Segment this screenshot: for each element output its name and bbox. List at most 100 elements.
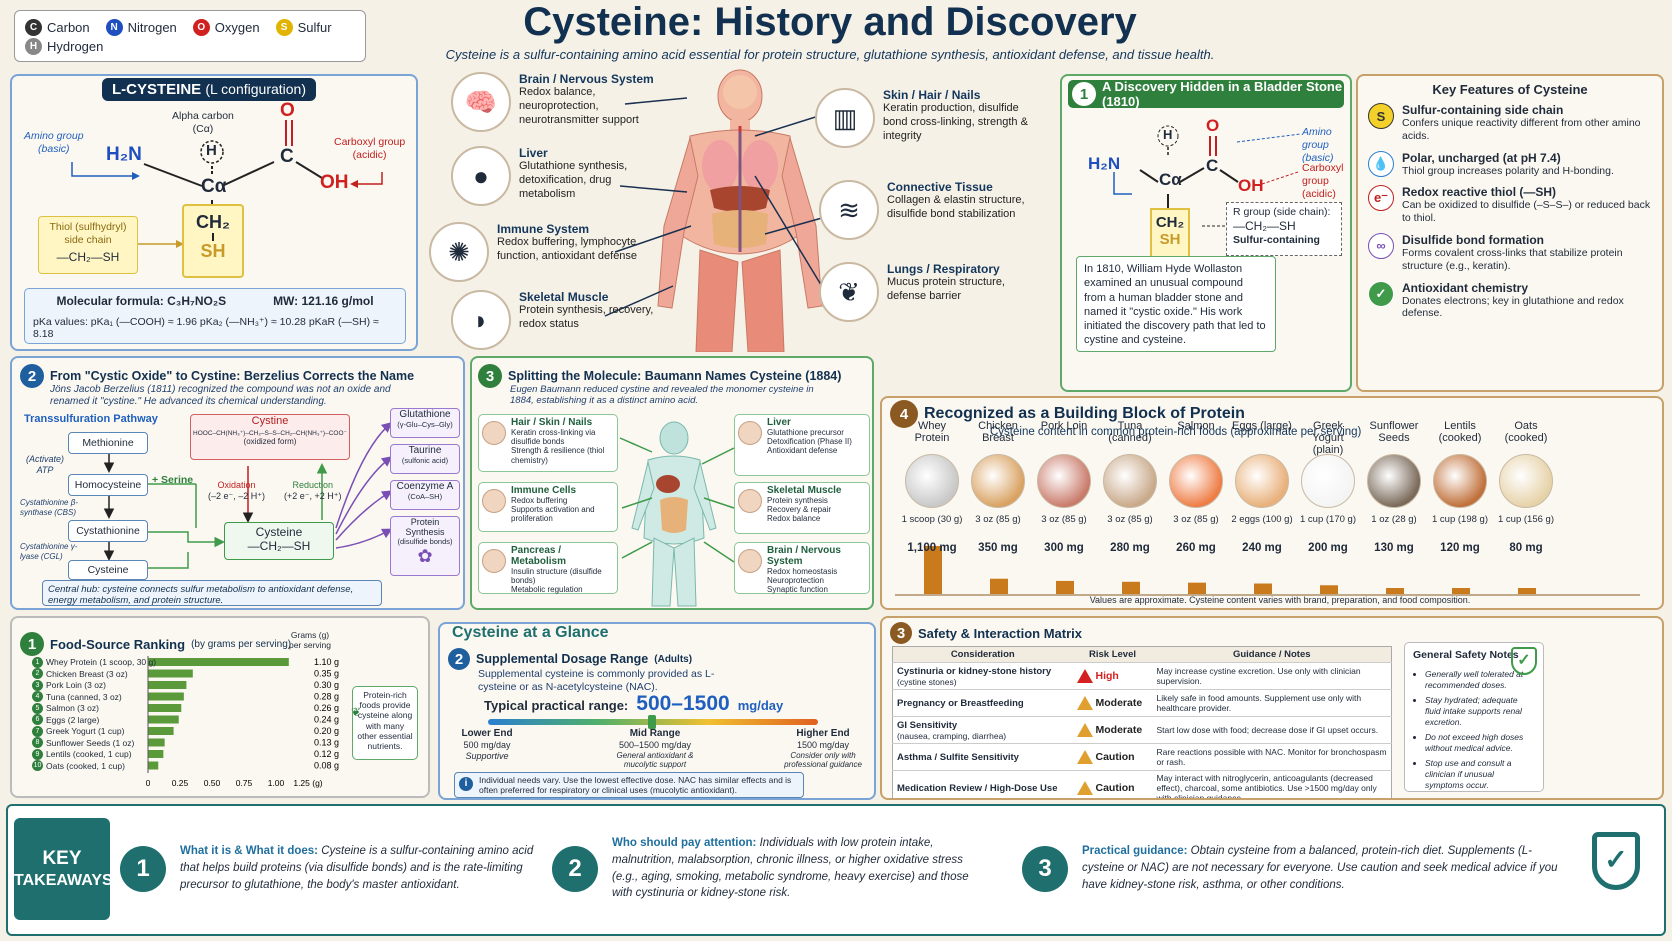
atp-label: ATP [36,464,54,475]
oxidation-text: Oxidation [217,480,256,490]
food-name: Sunflower Seeds [1369,420,1419,444]
rank-tick: 0.75 [236,778,253,788]
food-bar [1518,588,1536,594]
chain-link-icon: ∞ [1368,232,1394,259]
food-item: Eggs (large)2 eggs (100 g)240 mg [1230,420,1294,558]
organ-desc: Glutathione synthesis, detoxification, d… [519,160,628,200]
safety-risk: Caution [1072,770,1153,798]
step-number-3: 3 [478,364,502,388]
product-protein-synthesis: Protein Synthesis(disulfide bonds)✿ [390,516,460,576]
atom-hydrogen-icon: H [25,38,42,55]
safety-note: Generally well tolerated at recommended … [1425,669,1535,690]
food-bar [1452,588,1470,594]
food-image-icon [1103,454,1157,508]
transsulfuration-arrows [103,422,393,569]
dose-high-note: Consider only with professional guidance [784,750,862,770]
organ-name: Liver [519,146,548,160]
safety-risk: Moderate [1072,716,1153,744]
takeaway-heading: Who should pay attention: [612,837,757,850]
safety-consideration: Asthma / Sulfite Sensitivity [892,743,1073,771]
warning-icon [1076,750,1093,764]
food-name: Lentils (cooked) [1438,420,1482,444]
shield-check-icon: ✓ [1368,280,1394,307]
taurine-name: Taurine [408,445,442,456]
coa-detail: (CoA–SH) [407,492,443,501]
cgl-label: Cystathionine γ-lyase (CGL) [20,542,78,561]
r-group-formula: —CH₂—SH [1233,219,1296,234]
organ-desc: Redox balance, neuroprotection, neurotra… [519,86,639,126]
food-item: Oats (cooked)1 cup (156 g)80 mg [1494,420,1558,558]
rank-label: Oats (cooked, 1 cup) [46,760,125,771]
food-item: Tuna (canned)3 oz (85 g)280 mg [1098,420,1162,558]
safety-number-3: 3 [890,622,912,644]
feature-title: Polar, uncharged (at pH 7.4) [1402,150,1561,165]
rank-label: Tuna (canned, 3 oz) [46,691,122,702]
cystine-formula: HOOC–CH(NH₃⁺)–CH₂–S–S–CH₂–CH(NH₃⁺)–COO⁻ [193,430,347,437]
card-title: Brain / Nervous System [767,545,841,567]
card-bullet: Protein synthesis [767,496,828,505]
safety-row: Cystinuria or kidney-stone history(cysti… [892,662,1392,690]
rank-label: Salmon (3 oz) [46,703,99,713]
feature-title: Sulfur-containing side chain [1402,103,1564,117]
activate-atp: (Activate)ATP [26,454,64,476]
food-mg-label: 1,100 mg [907,542,957,554]
rank-value: 0.28 g [314,692,339,702]
reduction-label: Reduction(+2 e⁻, +2 H⁺) [284,480,342,502]
molecular-weight: MW: 121.16 g/mol [273,294,374,308]
amino-group-text: Amino group [24,130,84,142]
card-organ-icon [738,549,762,573]
rank-index-icon: 7 [32,725,43,737]
lungs-icon: ❦ [819,262,879,322]
food-mg-label: 280 mg [1110,542,1150,554]
rank-bar [148,669,193,678]
card-organ-icon [738,489,762,513]
product-coenzyme-a: Coenzyme A(CoA–SH) [390,480,460,510]
ch2-sh-bond [212,233,214,241]
rank-label: Greek Yogurt (1 cup) [46,726,125,736]
step-number-2: 2 [20,364,44,388]
thiol-label-3: —CH₂—SH [56,250,120,265]
organ-desc: Collagen & elastin structure, disulfide … [887,194,1025,220]
food-item: Lentils (cooked)1 cup (198 g)120 mg [1428,420,1492,558]
feature-title: Redox reactive thiol (—SH) [1402,185,1557,200]
food-serving: 3 oz (85 g) [1041,514,1087,525]
baumann-title: Splitting the Molecule: Baumann Names Cy… [508,369,842,383]
range-unit: mg/day [737,698,784,713]
food-image-icon [1499,454,1553,508]
mid-marker [648,715,656,729]
feature-desc: Donates electrons; key in glutathione an… [1402,294,1624,320]
alpha-h: H [206,142,217,159]
food-mg-label: 240 mg [1242,542,1282,554]
rank-index-icon: 9 [32,748,43,760]
thiol-side-chain-label: Thiol (sulfhydryl) side chain —CH₂—SH [38,216,138,274]
card-title: Skeletal Muscle [767,485,842,496]
berzelius-text: Jöns Jacob Berzelius (1811) recognized t… [50,384,391,407]
dose-mid-value: 500–1500 mg/day [618,740,692,750]
consideration-name: Pregnancy or Breastfeeding [897,697,1024,709]
safety-risk: Caution [1072,743,1153,771]
atom-oxygen-icon: O [192,19,210,36]
immune-cell-icon: ✺ [429,222,489,282]
l-cysteine-panel: L-CYSTEINE (L configuration) Alpha carbo… [10,74,418,351]
carboxyl-group-label: Carboxyl group(acidic) [334,136,405,162]
homocysteine-node: Homocysteine [68,474,148,496]
small-amino-text: Amino group [1302,126,1332,152]
dosage-adults: (Adults) [654,653,693,665]
dosage-title: Supplemental Dosage Range [476,652,649,666]
safety-consideration: Medication Review / High-Dose Use [892,770,1073,798]
rank-bar [148,681,187,689]
food-image-icon [971,454,1025,508]
card-bullet: Metabolic regulation [511,585,583,595]
food-bar [990,578,1008,594]
